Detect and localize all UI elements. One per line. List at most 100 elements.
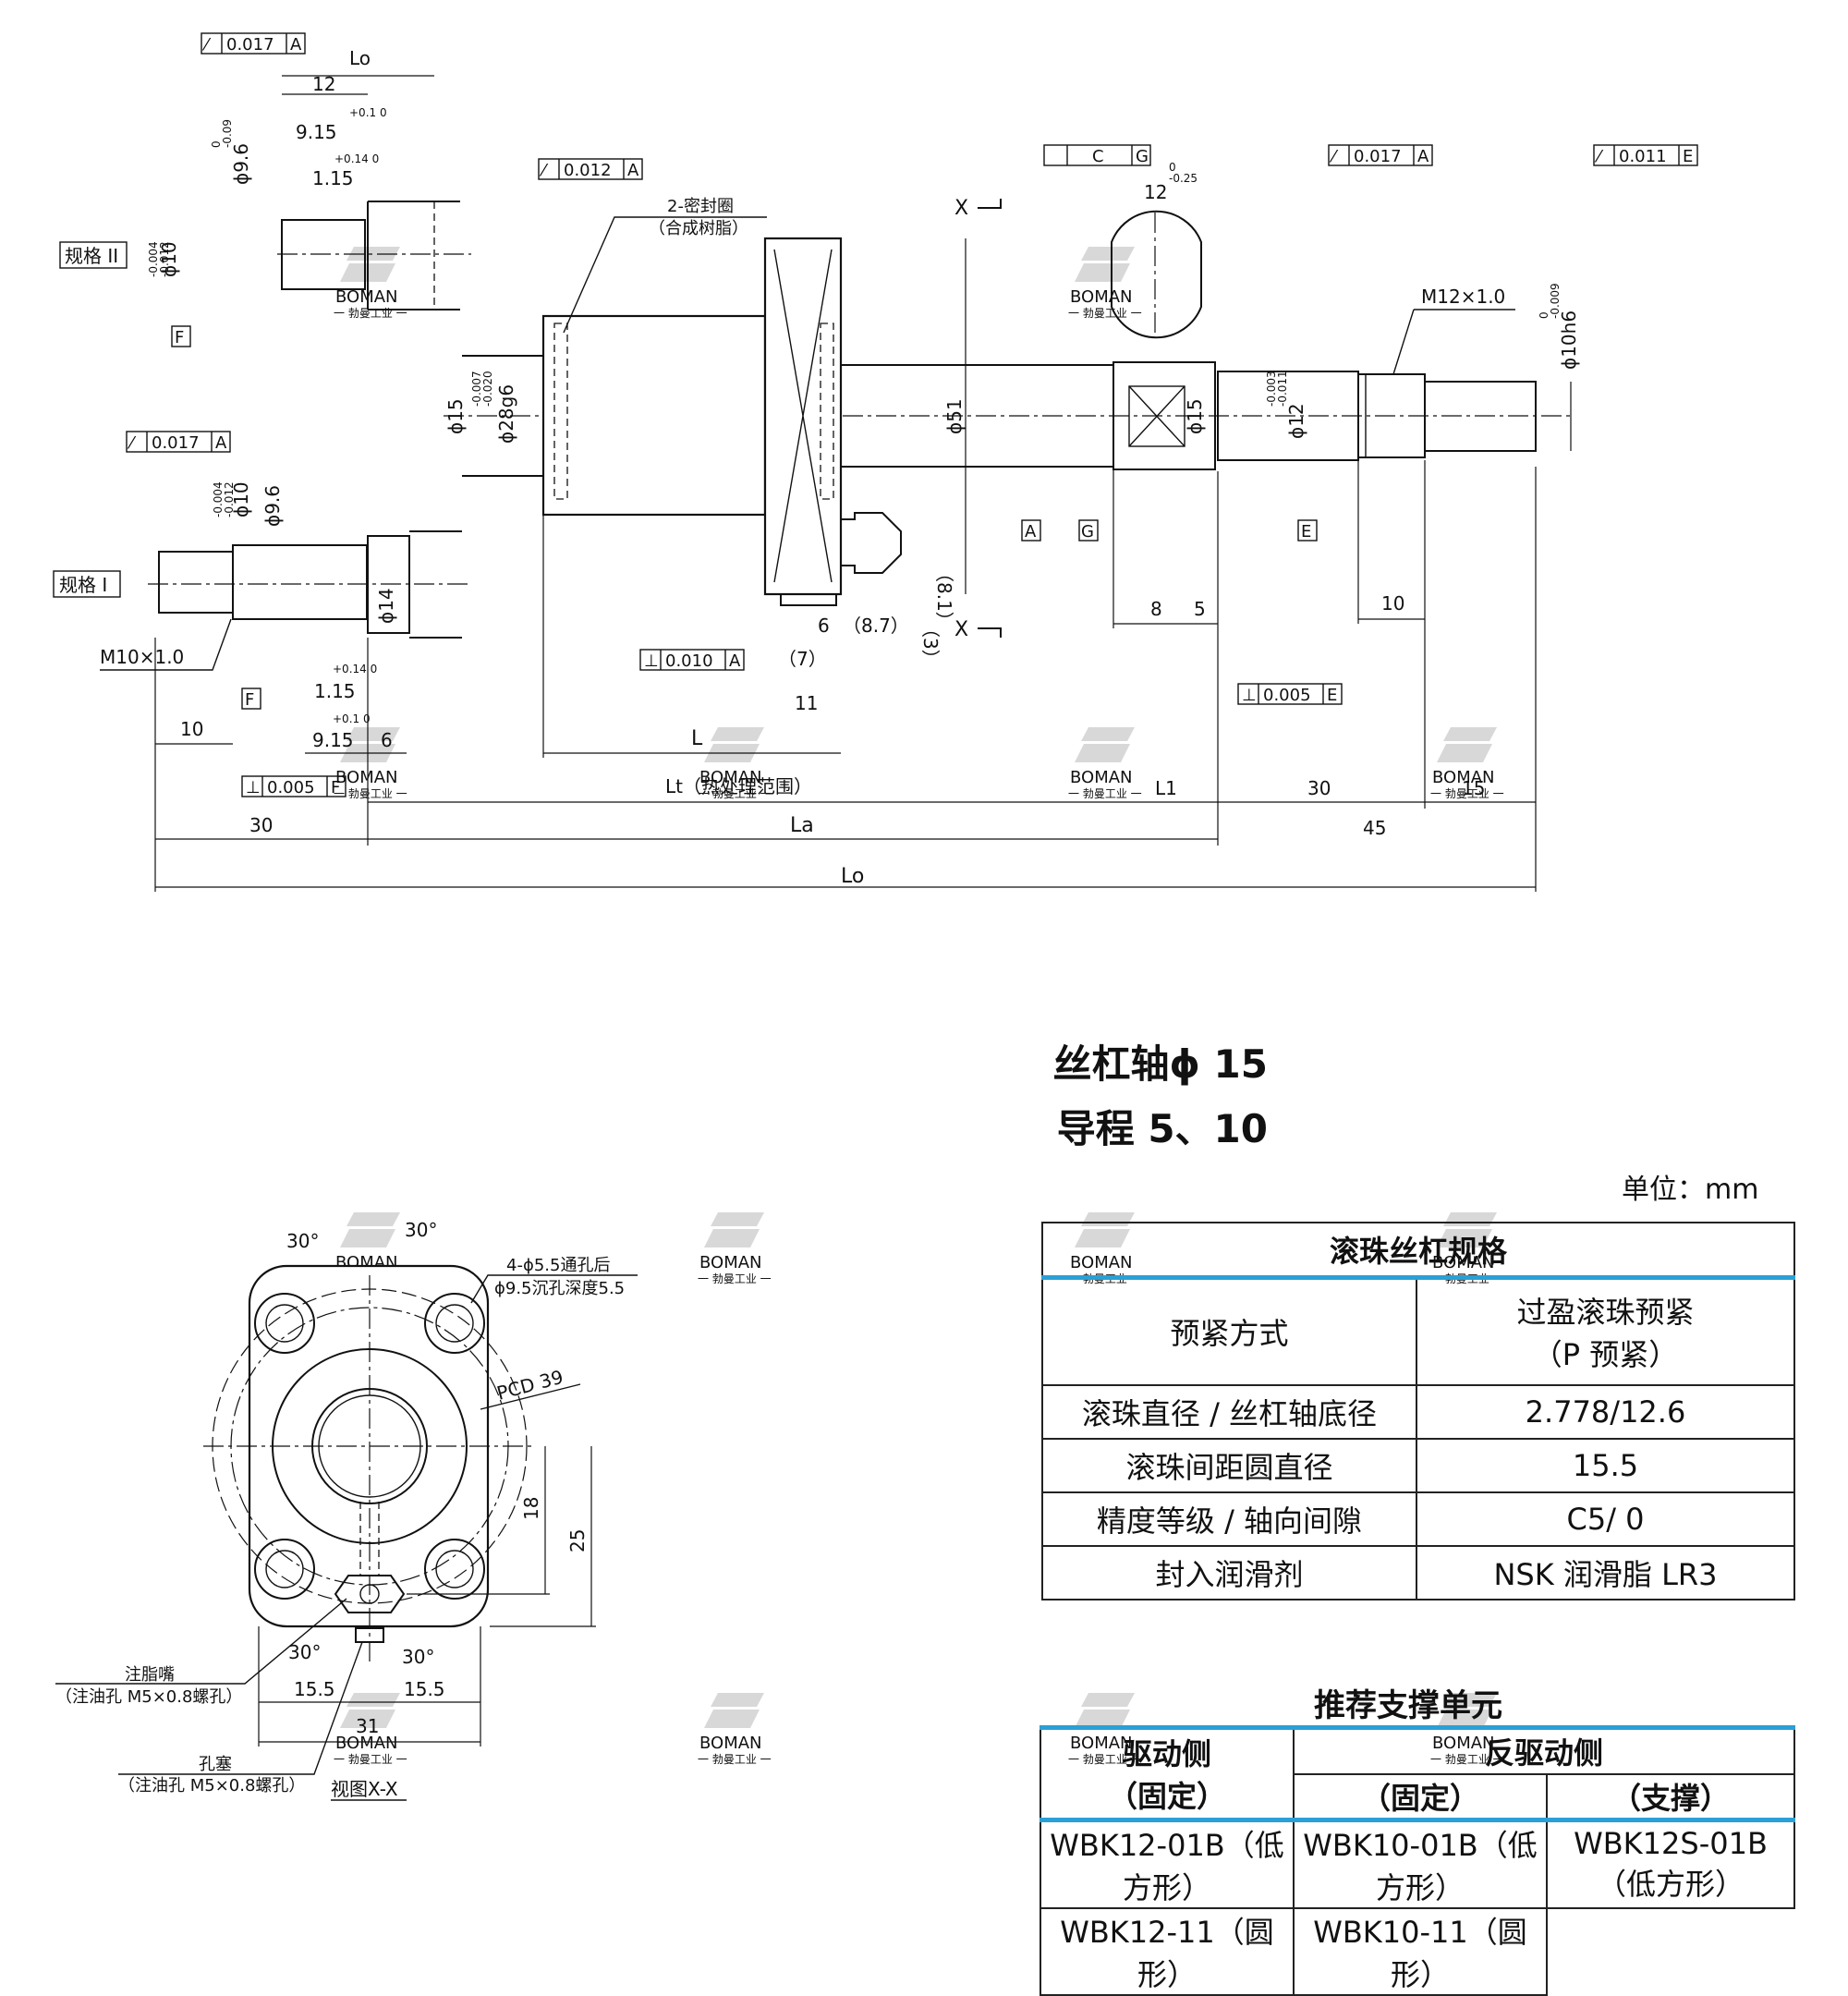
- watermark-logo: BOMAN 一 勃曼工业 一: [698, 1212, 772, 1285]
- spec-value-lubricant: NSK 润滑脂 LR3: [1416, 1544, 1795, 1600]
- wrench-flat: [1128, 385, 1185, 447]
- svg-text:一 勃曼工业 一: 一 勃曼工业 一: [1068, 307, 1142, 320]
- dim-8-7: （8.7）: [843, 615, 909, 637]
- dim-115-spec1: 1.15: [314, 680, 356, 702]
- svg-text:F: F: [331, 778, 340, 797]
- svg-text:F: F: [245, 690, 254, 710]
- svg-text:⁄: ⁄: [127, 433, 137, 453]
- svg-text:BOMAN: BOMAN: [699, 1734, 762, 1753]
- svg-text:0.005: 0.005: [1263, 686, 1311, 705]
- spec2-label: 规格 II: [59, 241, 128, 269]
- dim-6: 6: [818, 615, 830, 637]
- svg-text:A: A: [290, 35, 302, 55]
- svg-text:+0.14 0: +0.14 0: [334, 152, 379, 165]
- screw-shaft: [841, 364, 1113, 468]
- fv-pcd: PCD 39: [494, 1366, 565, 1405]
- fv-dim-18: 18: [520, 1497, 542, 1520]
- dim-915: 9.15: [296, 121, 337, 143]
- dim-12: 12: [312, 73, 335, 95]
- svg-text:⁄: ⁄: [1329, 147, 1339, 166]
- fv-holes-label: 4-ϕ5.5通孔后: [506, 1256, 610, 1275]
- svg-text:-0.004: -0.004: [212, 481, 225, 517]
- svg-text:-0.09: -0.09: [221, 119, 234, 148]
- dim-lo: Lo: [841, 865, 864, 888]
- gdt-perp-a: ⊥ 0.010 A: [639, 649, 745, 671]
- spec-value-ball-diameter: 2.778/12.6: [1416, 1383, 1795, 1440]
- svg-text:-0.25: -0.25: [1169, 172, 1198, 185]
- svg-text:⁄: ⁄: [201, 35, 212, 55]
- svg-text:G: G: [1081, 522, 1094, 542]
- dim-d15-right: ϕ15: [1184, 398, 1206, 434]
- svg-text:0.017: 0.017: [152, 433, 200, 453]
- svg-text:⁄: ⁄: [1594, 147, 1604, 166]
- svg-text:0.011: 0.011: [1619, 147, 1667, 166]
- svg-text:A: A: [1417, 147, 1429, 166]
- dim-915-spec1: 9.15: [312, 729, 354, 751]
- watermark-logo: BOMAN 一 勃曼工业 一: [1068, 727, 1142, 800]
- svg-text:-0.003: -0.003: [1265, 371, 1278, 407]
- dim-d51: ϕ51: [943, 398, 966, 434]
- support-table-title: 推荐支撑单元: [1314, 1687, 1502, 1724]
- fv-dim-15-5-left: 15.5: [294, 1678, 335, 1700]
- seal-label-sub: （合成树脂）: [649, 219, 748, 238]
- svg-text:一 勃曼工业 一: 一 勃曼工业 一: [334, 1753, 407, 1766]
- support-cell: WBK10-11（圆形）: [1293, 1906, 1548, 1996]
- dim-d12: ϕ12: [1285, 403, 1307, 439]
- dim-m12: M12×1.0: [1421, 286, 1505, 308]
- dim-6-spec1: 6: [381, 729, 393, 751]
- dim-m10: M10×1.0: [100, 646, 184, 668]
- spec-label-preload: 预紧方式: [1041, 1276, 1417, 1386]
- svg-text:E: E: [1327, 686, 1337, 705]
- svg-text:+0.1 0: +0.1 0: [333, 712, 371, 725]
- svg-text:⁄: ⁄: [539, 161, 549, 180]
- svg-text:BOMAN: BOMAN: [335, 287, 398, 307]
- support-cell-empty: [1546, 1907, 1794, 1995]
- fv-dim-25: 25: [566, 1529, 589, 1552]
- section-mark-x-bottom: X: [954, 618, 968, 641]
- svg-text:BOMAN: BOMAN: [335, 1734, 398, 1753]
- ball-screw-spec-table: 滚珠丝杠规格 预紧方式 过盈滚珠预紧 （P 预紧） 滚珠直径 / 丝杠轴底径 2…: [1041, 1222, 1795, 1600]
- svg-text:规格 II: 规格 II: [65, 245, 118, 267]
- svg-text:0: 0: [1538, 311, 1550, 319]
- spec-label-ball-diameter: 滚珠直径 / 丝杠轴底径: [1041, 1383, 1417, 1440]
- dim-d14: ϕ14: [375, 588, 397, 624]
- seal-ring-right: [820, 323, 834, 500]
- svg-text:0.005: 0.005: [267, 778, 315, 797]
- seal-label: 2-密封圈: [667, 197, 734, 216]
- fv-plug-label: 孔塞: [199, 1755, 232, 1774]
- dim-d96-spec1: ϕ9.6: [261, 485, 284, 527]
- dim-d15: ϕ15: [444, 398, 467, 434]
- svg-text:0.010: 0.010: [665, 651, 713, 671]
- svg-text:-0.020: -0.020: [481, 371, 494, 407]
- svg-text:规格 I: 规格 I: [59, 574, 107, 596]
- svg-text:BOMAN: BOMAN: [335, 768, 398, 787]
- gdt-runout-e: ⁄ 0.011 E: [1593, 144, 1698, 166]
- fv-30-bottom-right: 30°: [402, 1646, 434, 1668]
- svg-text:A: A: [215, 433, 227, 453]
- gdt-runout-a-spec1: ⁄ 0.017 A: [126, 431, 231, 453]
- dim-lt: Lt（热处理范围）: [665, 775, 812, 797]
- fv-30-bottom-left: 30°: [288, 1641, 321, 1663]
- spec-value-accuracy: C5/ 0: [1416, 1491, 1795, 1547]
- svg-text:0.012: 0.012: [564, 161, 612, 180]
- seal-ring-left: [553, 323, 568, 500]
- watermark-logo: BOMAN 一 勃曼工业 一: [1068, 247, 1142, 320]
- fv-nipple-label: 注脂嘴: [125, 1665, 175, 1685]
- svg-text:0: 0: [210, 140, 223, 148]
- dim-15-right: 15: [1462, 777, 1485, 799]
- spec-label-lubricant: 封入润滑剂: [1041, 1544, 1417, 1600]
- svg-text:0.017: 0.017: [1354, 147, 1402, 166]
- fv-dim-31: 31: [356, 1715, 379, 1737]
- grease-nipple-hex: [334, 1575, 406, 1613]
- gdt-perp-e: ⊥ 0.005 E: [1237, 683, 1343, 705]
- spec1-journal: [232, 544, 368, 620]
- dim-7: （7）: [778, 648, 827, 670]
- datum-g-box: G: [1078, 519, 1099, 542]
- spec1-thread: [158, 551, 234, 614]
- support-col-anti-drive: 反驱动侧: [1293, 1726, 1795, 1775]
- dim-l1: L1: [1155, 777, 1177, 799]
- dim-5: 5: [1194, 598, 1206, 620]
- overall-dim-lines: [155, 838, 1536, 888]
- grease-nipple: [841, 512, 902, 574]
